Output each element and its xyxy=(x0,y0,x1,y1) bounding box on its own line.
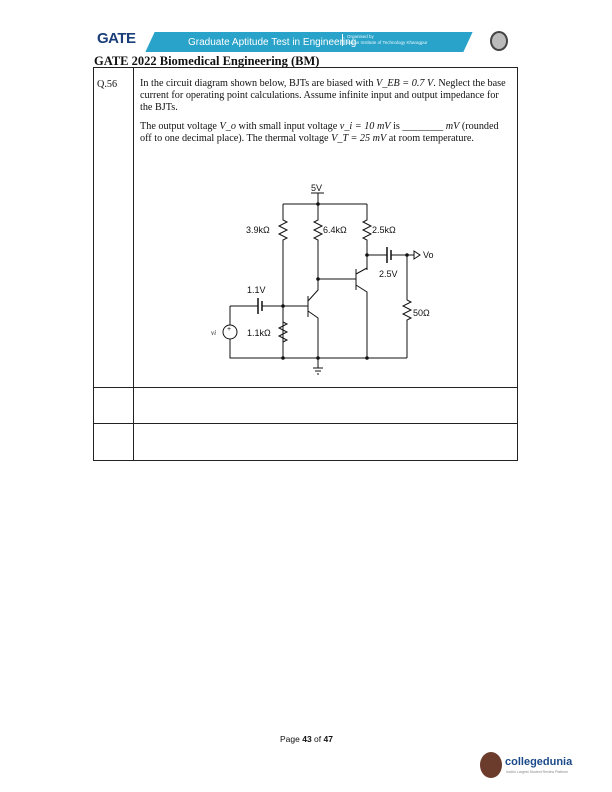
text: 47 xyxy=(323,734,333,744)
text: with small input voltage xyxy=(235,121,340,132)
text: . Neglect the base current for operating… xyxy=(140,78,506,113)
cell xyxy=(93,423,134,461)
question-body: In the circuit diagram shown below, BJTs… xyxy=(133,67,518,388)
brand-name: collegedunia xyxy=(505,756,573,768)
math: V_o xyxy=(219,121,236,132)
text: The output voltage xyxy=(140,121,220,132)
input-source xyxy=(222,324,238,340)
gate-logo: GATE xyxy=(97,30,136,47)
question-paragraph-2: The output voltage V_o with small input … xyxy=(140,121,509,145)
svg-text:+: + xyxy=(227,326,231,333)
text: of xyxy=(311,734,324,744)
r5-label: 50Ω xyxy=(413,308,430,318)
math: V_EB = 0.7 V xyxy=(376,78,434,89)
banner-title: Graduate Aptitude Test in Engineering xyxy=(188,37,357,48)
question-row: Q.56 In the circuit diagram shown below,… xyxy=(93,67,518,388)
text: Page xyxy=(280,734,303,744)
transistor-q2 xyxy=(318,267,368,358)
page-number: Page 43 of 47 xyxy=(280,734,333,744)
resistor-6k4 xyxy=(312,204,324,279)
empty-row xyxy=(93,387,518,424)
collegedunia-mascot-icon xyxy=(480,752,502,778)
resistor-3k9 xyxy=(277,204,289,358)
exam-title: GATE 2022 Biomedical Engineering (BM) xyxy=(94,54,320,68)
cell xyxy=(93,387,134,424)
c2-label: 2.5V xyxy=(379,269,398,279)
organiser-name: Indian Institute of Technology Kharagpur xyxy=(347,40,428,45)
empty-row xyxy=(93,423,518,461)
math: v_i = 10 mV xyxy=(339,121,391,132)
resistor-2k5 xyxy=(361,204,373,270)
r4-label: 1.1kΩ xyxy=(247,328,271,338)
text: In the circuit diagram shown below, BJTs… xyxy=(140,78,376,89)
transistor-q1 xyxy=(283,279,319,358)
r1-label: 3.9kΩ xyxy=(246,225,270,235)
r2-label: 6.4kΩ xyxy=(323,225,347,235)
cell xyxy=(133,423,518,461)
brand-tagline: India's Largest Student Review Platform xyxy=(506,770,569,774)
resistor-50 xyxy=(401,255,413,358)
text: (rounded off to one decimal place). The … xyxy=(140,121,499,144)
math: V_T = 25 mV xyxy=(331,133,387,144)
vi-label: vi xyxy=(211,329,216,337)
r3-label: 2.5kΩ xyxy=(372,225,396,235)
organiser-label: Organised by xyxy=(347,34,374,39)
question-table: Q.56 In the circuit diagram shown below,… xyxy=(93,67,518,461)
iit-emblem-icon xyxy=(490,31,508,51)
vo-label: Vo xyxy=(423,250,434,260)
cell xyxy=(133,387,518,424)
text: 43 xyxy=(302,734,312,744)
question-number: Q.56 xyxy=(93,67,134,388)
question-paragraph-1: In the circuit diagram shown below, BJTs… xyxy=(140,78,509,114)
ground-icon xyxy=(313,358,323,375)
text: is ________ xyxy=(390,121,446,132)
math: mV xyxy=(445,121,460,132)
text: at room temperature. xyxy=(386,133,474,144)
supply-label: 5V xyxy=(311,183,322,193)
c1-label: 1.1V xyxy=(247,285,266,295)
